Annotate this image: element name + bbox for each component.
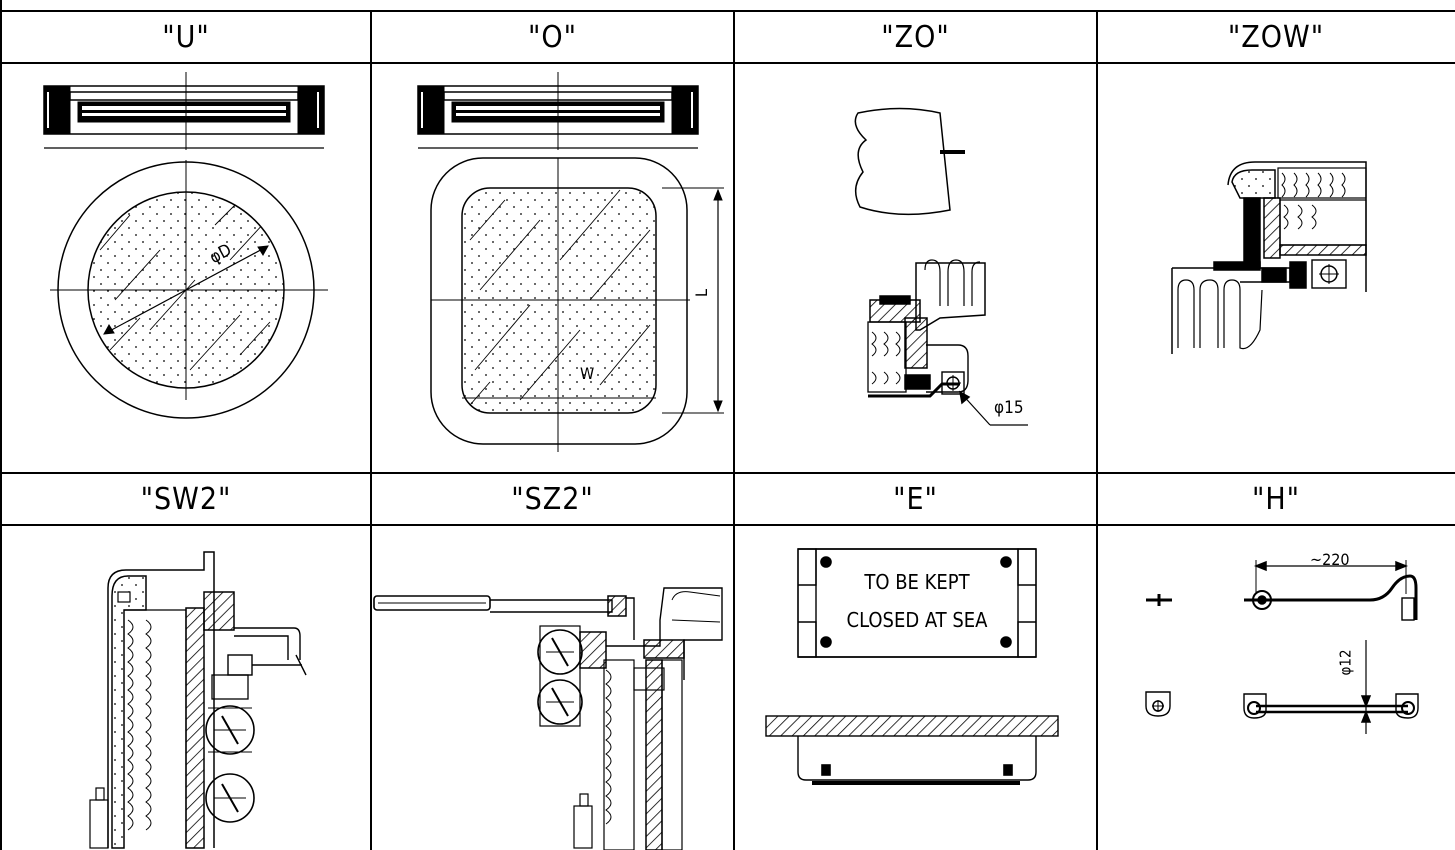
zow-detail-drawing bbox=[1171, 161, 1367, 354]
sign-plate-drawing bbox=[765, 548, 1059, 785]
zo-detail-drawing bbox=[854, 107, 1028, 426]
handle-drawing bbox=[1145, 560, 1419, 734]
sw2-detail-drawing bbox=[89, 551, 307, 849]
plate-screw-icon bbox=[820, 556, 1012, 648]
sz2-detail-drawing bbox=[373, 587, 723, 850]
rect-window-section bbox=[417, 72, 699, 150]
round-window-section bbox=[43, 72, 325, 150]
round-window-drawing bbox=[43, 72, 328, 419]
rect-window-drawing bbox=[417, 72, 724, 452]
